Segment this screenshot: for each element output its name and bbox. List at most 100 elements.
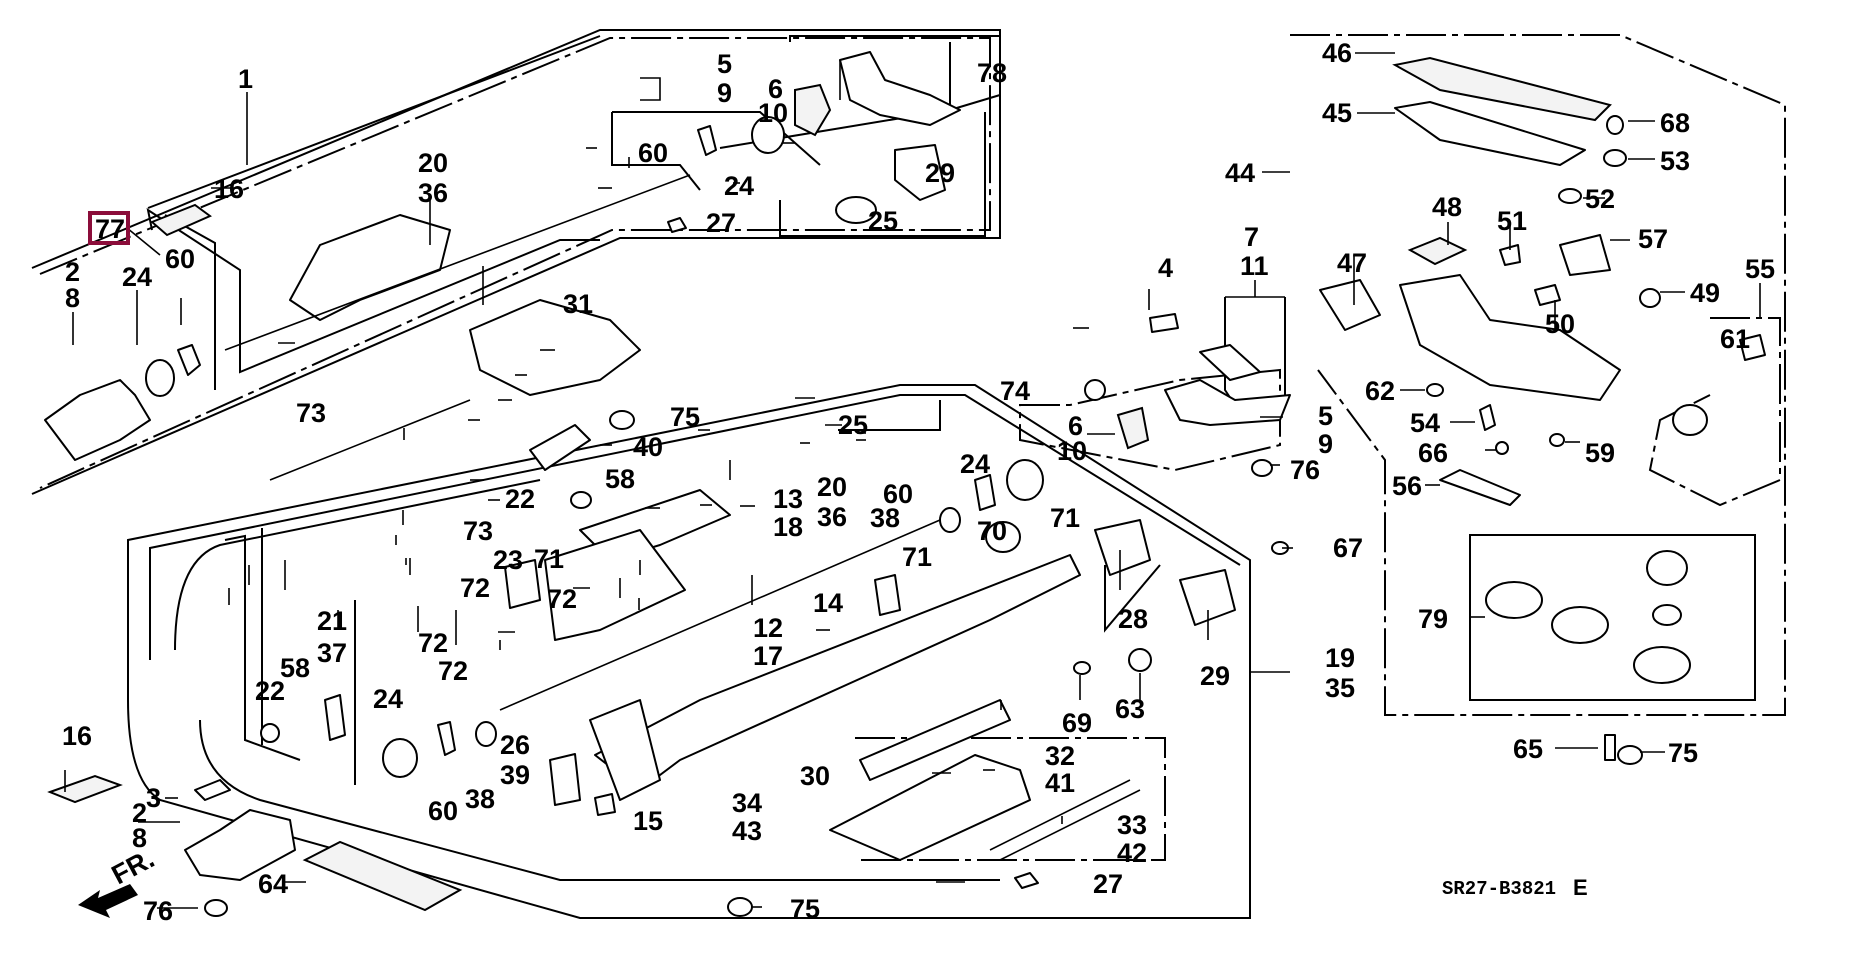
callout[interactable]: 72 [418,628,448,658]
callout[interactable]: 60 [428,796,458,826]
callout[interactable]: 23 [493,545,523,575]
callout[interactable]: 29 [1200,661,1230,691]
callout-highlighted[interactable]: 77 [95,214,125,244]
callout[interactable]: 11 [1240,251,1269,281]
callout[interactable]: 60 [638,138,668,168]
callout[interactable]: 72 [460,573,490,603]
callout[interactable]: 36 [817,502,847,532]
callout[interactable]: 75 [670,402,700,432]
callout[interactable]: 16 [214,174,244,204]
callout[interactable]: 21 [317,606,347,636]
callout[interactable]: 58 [605,464,635,494]
callout[interactable]: 75 [1668,738,1698,768]
callout[interactable]: 22 [255,676,285,706]
callout[interactable]: 25 [838,410,868,440]
callout[interactable]: 54 [1410,408,1440,438]
callout[interactable]: 69 [1062,708,1092,738]
callout[interactable]: 28 [1118,604,1148,634]
callout[interactable]: 65 [1513,734,1543,764]
callout[interactable]: 7 [1244,222,1259,252]
callout[interactable]: 67 [1333,533,1363,563]
callout[interactable]: 10 [1057,436,1087,466]
callout[interactable]: 2 [132,798,147,828]
callout[interactable]: 56 [1392,471,1422,501]
callout[interactable]: 24 [373,684,403,714]
callout[interactable]: 9 [717,78,732,108]
callout[interactable]: 50 [1545,309,1575,339]
callout[interactable]: 5 [1318,401,1333,431]
callout[interactable]: 32 [1045,741,1075,771]
callout[interactable]: 33 [1117,810,1147,840]
callout[interactable]: 37 [317,638,347,668]
callout[interactable]: 46 [1322,38,1352,68]
callout[interactable]: 13 [773,484,803,514]
callout[interactable]: 43 [732,816,762,846]
callout[interactable]: 40 [633,432,663,462]
callout[interactable]: 61 [1720,324,1750,354]
callout[interactable]: 35 [1325,673,1355,703]
callout[interactable]: 57 [1638,224,1668,254]
callout[interactable]: 60 [883,479,913,509]
callout[interactable]: 14 [813,588,843,618]
callout[interactable]: 68 [1660,108,1690,138]
callout[interactable]: 8 [132,823,147,853]
callout[interactable]: 76 [1290,455,1320,485]
callout[interactable]: 52 [1585,184,1615,214]
callout[interactable]: 62 [1365,376,1395,406]
callout[interactable]: 5 [717,49,732,79]
callout[interactable]: 55 [1745,254,1775,284]
callout[interactable]: 20 [817,472,847,502]
callout[interactable]: 39 [500,760,530,790]
callout[interactable]: 47 [1337,248,1367,278]
callout[interactable]: 36 [418,178,448,208]
callout[interactable]: 59 [1585,438,1615,468]
callout[interactable]: 66 [1418,438,1448,468]
callout[interactable]: 78 [977,58,1007,88]
callout[interactable]: 72 [547,584,577,614]
callout[interactable]: 73 [463,516,493,546]
callout[interactable]: 71 [534,544,564,574]
callout[interactable]: 79 [1418,604,1448,634]
callout[interactable]: 8 [65,283,80,313]
callout[interactable]: 71 [1050,503,1080,533]
callout[interactable]: 73 [296,398,326,428]
callout[interactable]: 74 [1000,376,1030,406]
callout[interactable]: 6 [768,74,783,104]
callout[interactable]: 44 [1225,158,1255,188]
callout[interactable]: 10 [758,98,788,128]
callout[interactable]: 58 [280,653,310,683]
callout[interactable]: 49 [1690,278,1720,308]
callout[interactable]: 18 [773,512,803,542]
callout[interactable]: 6 [1068,411,1083,441]
callout[interactable]: 27 [706,208,736,238]
callout[interactable]: 1 [238,64,253,94]
callout[interactable]: 76 [143,896,173,926]
callout[interactable]: 25 [868,206,898,236]
callout[interactable]: 41 [1045,768,1075,798]
callout[interactable]: 27 [1093,869,1123,899]
callout[interactable]: 75 [790,894,820,924]
callout[interactable]: 72 [438,656,468,686]
callout[interactable]: 60 [165,244,195,274]
callout[interactable]: 29 [925,158,955,188]
callout[interactable]: 24 [724,171,754,201]
callout[interactable]: 71 [902,542,932,572]
callout[interactable]: 19 [1325,643,1355,673]
callout[interactable]: 70 [977,516,1007,546]
callout[interactable]: 38 [870,503,900,533]
callout[interactable]: 4 [1158,253,1173,283]
callout[interactable]: 48 [1432,192,1462,222]
callout[interactable]: 63 [1115,694,1145,724]
callout[interactable]: 2 [65,257,80,287]
callout[interactable]: 17 [753,641,783,671]
callout[interactable]: 64 [258,869,288,899]
callout[interactable]: 15 [633,806,663,836]
callout[interactable]: 42 [1117,838,1147,868]
callout[interactable]: 45 [1322,98,1352,128]
callout[interactable]: 3 [146,783,161,813]
callout[interactable]: 30 [800,761,830,791]
callout[interactable]: 12 [753,613,783,643]
callout[interactable]: 22 [505,484,535,514]
callout[interactable]: 26 [500,730,530,760]
callout[interactable]: 24 [122,262,152,292]
